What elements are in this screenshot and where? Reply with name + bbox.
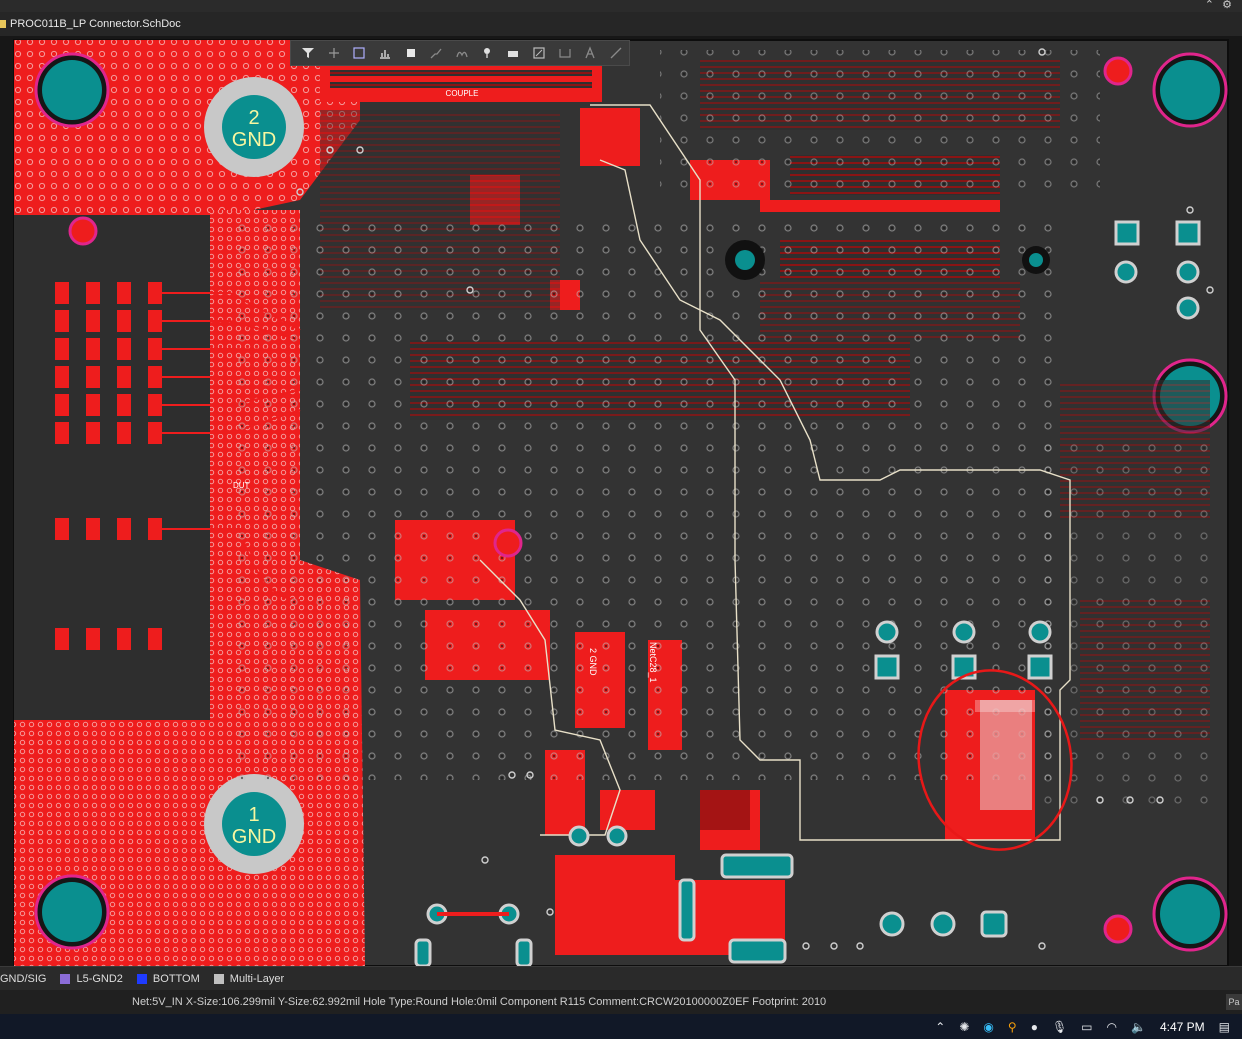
browser-tray-icon[interactable]: ◉ (983, 1019, 994, 1034)
system-tray: ⌃ ✺ ◉ ⚲ ● 🎙 ▭ ◠ 🔈 4:47 PM ▤ (935, 1014, 1230, 1039)
document-title: PROC011B_LP Connector.SchDoc (10, 18, 181, 30)
couple-label: COUPLE (446, 89, 479, 98)
pcb-canvas[interactable]: 2 GND 1 GND (0, 36, 1242, 966)
fill-icon[interactable] (398, 42, 424, 64)
dut-label: DUT (233, 481, 250, 490)
pad-label: 2 GND (588, 648, 598, 676)
annotation-circle (917, 669, 1073, 851)
mounting-hole-br (1152, 876, 1228, 952)
layer-label: GND/SIG (0, 973, 47, 985)
mounting-hole-tl (34, 52, 110, 128)
layer-tab-bottom[interactable]: BOTTOM (136, 973, 200, 985)
app-tray-icon[interactable]: ✺ (959, 1019, 970, 1034)
document-icon (0, 20, 6, 29)
volume-icon[interactable]: 🔈 (1131, 1019, 1146, 1034)
caret-icon[interactable]: ⌃ (1204, 0, 1214, 11)
couple-connector: COUPLE (320, 66, 602, 102)
net-label: NetC28_1 (648, 642, 658, 683)
pad-array (55, 282, 162, 650)
layer-color-swatch (136, 974, 147, 984)
layer-tab-multi-layer[interactable]: Multi-Layer (213, 973, 285, 985)
box-icon[interactable] (526, 42, 552, 64)
layer-label: Multi-Layer (229, 973, 285, 985)
arc-icon[interactable] (449, 42, 475, 64)
layer-color-swatch (60, 974, 71, 984)
bar-icon[interactable] (501, 42, 527, 64)
layer-tab-l5-gnd2[interactable]: L5-GND2 (60, 973, 123, 985)
sphere-tray-icon[interactable]: ● (1030, 1019, 1038, 1034)
layer-tab-gnd-sig[interactable]: GND/SIG (0, 973, 46, 985)
status-info: Net:5V_IN X-Size:106.299mil Y-Size:62.99… (132, 996, 827, 1008)
place-pin-icon[interactable] (475, 42, 501, 64)
filter-icon[interactable] (295, 42, 321, 64)
microphone-icon[interactable]: 🎙 (1051, 1019, 1068, 1034)
search-tray-icon[interactable]: ⚲ (1007, 1019, 1017, 1034)
active-bar-toolbar (290, 40, 630, 66)
select-rect-icon[interactable] (346, 42, 372, 64)
gnd-pad-1-net: GND (232, 826, 276, 848)
document-tab[interactable]: PROC011B_LP Connector.SchDoc (0, 12, 1242, 37)
status-bar: Net:5V_IN X-Size:106.299mil Y-Size:62.99… (0, 990, 1242, 1014)
layer-tabs: GND/SIG L5-GND2 BOTTOM Multi-Layer (0, 966, 1242, 991)
chart-icon[interactable] (372, 42, 398, 64)
gnd-pad-2-num: 2 (248, 107, 259, 129)
gear-icon[interactable]: ⚙ (1222, 0, 1232, 11)
layer-label: BOTTOM (152, 973, 200, 985)
chevron-up-icon[interactable]: ⌃ (935, 1019, 946, 1034)
title-bar: ⌃ ⚙ (0, 0, 1242, 12)
panels-button[interactable]: Pa (1226, 994, 1242, 1010)
gnd-pad-2[interactable]: 2 GND (204, 77, 304, 177)
windows-taskbar: ⌃ ✺ ◉ ⚲ ● 🎙 ▭ ◠ 🔈 4:47 PM ▤ (0, 1014, 1242, 1039)
route-icon[interactable] (423, 42, 449, 64)
notification-icon[interactable]: ▤ (1218, 1019, 1230, 1034)
gnd-pad-2-net: GND (232, 129, 276, 151)
battery-icon[interactable]: ▭ (1081, 1019, 1093, 1034)
selected-component-r115[interactable] (975, 700, 1035, 810)
clock[interactable]: 4:47 PM (1159, 1019, 1205, 1034)
mounting-hole-bl (34, 874, 110, 950)
measure-icon[interactable] (552, 42, 578, 64)
add-icon[interactable] (321, 42, 347, 64)
wifi-icon[interactable]: ◠ (1106, 1019, 1117, 1034)
gnd-pad-1-num: 1 (248, 804, 259, 826)
layer-color-swatch (213, 974, 224, 984)
pcb-board: 2 GND 1 GND (13, 39, 1229, 966)
line-icon[interactable] (603, 42, 629, 64)
mounting-hole-tr (1152, 52, 1228, 128)
text-icon[interactable] (578, 42, 604, 64)
layer-label: L5-GND2 (76, 973, 123, 985)
gnd-pad-1[interactable]: 1 GND (204, 774, 304, 874)
